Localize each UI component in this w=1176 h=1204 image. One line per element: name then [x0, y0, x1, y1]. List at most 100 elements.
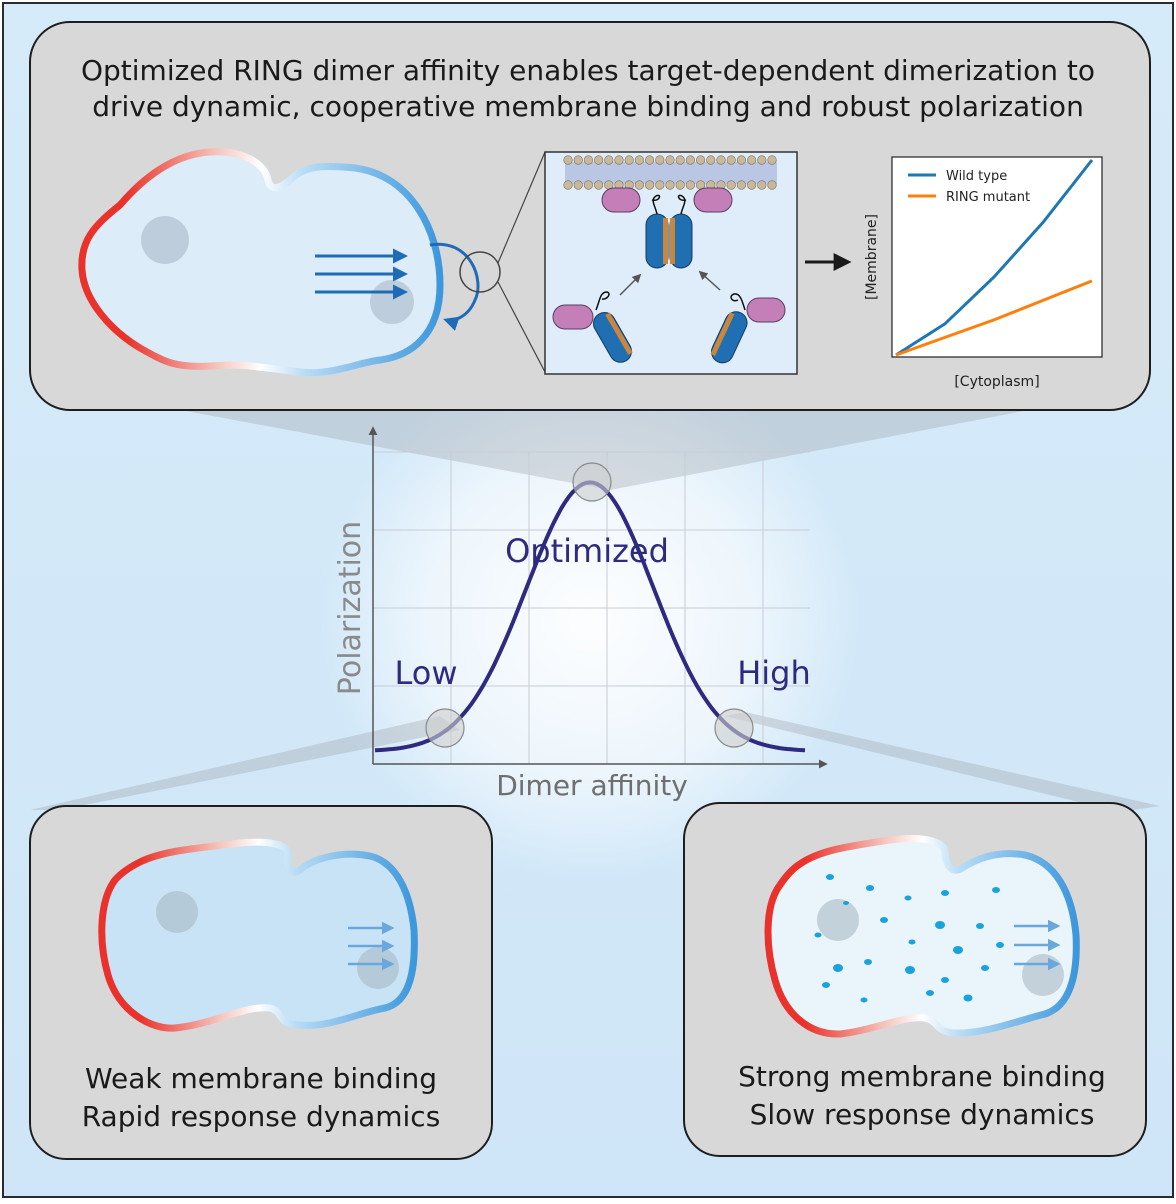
linker-right	[677, 194, 687, 215]
protein-cluster	[941, 977, 949, 983]
left-cell-membrane	[98, 838, 418, 1032]
lipid-head	[655, 180, 665, 190]
lipid-head	[706, 155, 716, 165]
protein-cluster	[935, 921, 945, 929]
lipid-head	[757, 155, 767, 165]
lipid-head	[563, 155, 573, 165]
binding-arrow-right	[698, 270, 721, 291]
series-line-wildtype	[895, 159, 1094, 357]
annotation-high: High	[737, 654, 811, 692]
membrane-binder-left	[601, 187, 641, 213]
top-title-line2: drive dynamic, cooperative membrane bind…	[92, 90, 1084, 123]
lipid-head	[726, 155, 736, 165]
protein-cluster	[880, 917, 888, 923]
protein-cluster	[981, 965, 989, 971]
protein-cluster	[905, 966, 915, 974]
membrane-bilayer	[565, 162, 777, 184]
lipid-head	[624, 155, 634, 165]
optimized-highlight-circle	[572, 462, 612, 502]
lipid-head	[746, 155, 757, 165]
binding-arrow-left	[619, 273, 642, 296]
top-cell-nucleus	[141, 216, 189, 264]
spotlight-glow	[320, 360, 860, 880]
mini-chart-ylabel: [Membrane]	[864, 214, 880, 300]
dimerization-inset	[544, 151, 798, 375]
protein-cluster	[826, 874, 834, 880]
right-caption-line2: Slow response dynamics	[750, 1098, 1095, 1131]
lipid-head	[757, 180, 767, 190]
protein-cluster	[833, 964, 843, 972]
mini-chart: [Membrane] [Cytoplasm] Wild type RING mu…	[864, 156, 1103, 390]
left-caption-line2: Rapid response dynamics	[82, 1100, 441, 1133]
lipid-head	[685, 180, 696, 190]
lipid-head	[604, 155, 614, 165]
protein-cluster	[908, 939, 916, 945]
right-cell-target	[1022, 954, 1064, 996]
lipid-head	[767, 180, 777, 190]
free-linker-left	[595, 291, 610, 311]
lipid-head	[685, 155, 696, 165]
ring-interface-right	[670, 218, 675, 264]
protein-cluster	[822, 982, 830, 988]
lipid-head	[573, 180, 583, 190]
lipid-head	[593, 180, 604, 190]
lipid-head	[644, 180, 655, 190]
protein-cluster	[976, 923, 984, 929]
ring-interface-left	[663, 218, 668, 264]
lipid-head	[634, 155, 645, 165]
right-cell-membrane	[764, 835, 1080, 1038]
legend-label-wildtype: Wild type	[946, 169, 1007, 184]
main-chart: Polarization Dimer affinity Optimized Lo…	[333, 426, 828, 802]
lipid-head	[767, 155, 777, 165]
right-cell-nucleus	[817, 899, 859, 941]
lipid-head	[634, 180, 645, 190]
lipid-head	[716, 155, 726, 165]
left-caption-line1: Weak membrane binding	[85, 1062, 437, 1095]
left-cell-target	[357, 947, 399, 989]
main-chart-ylabel: Polarization	[333, 521, 368, 695]
lipid-head	[726, 180, 736, 190]
linker-left	[651, 194, 661, 215]
recycling-arrow	[429, 242, 480, 331]
free-binder-right	[746, 297, 786, 323]
low-highlight-circle	[425, 708, 465, 748]
projection-cone-top	[170, 408, 1040, 490]
membrane-binder-right	[693, 187, 733, 213]
lipid-head	[675, 155, 685, 165]
protein-cluster	[866, 885, 874, 891]
lipid-head	[583, 180, 594, 190]
high-highlight-circle	[714, 708, 754, 748]
top-cell-target	[370, 280, 414, 324]
free-linker-right	[730, 293, 746, 311]
lipid-head	[736, 155, 747, 165]
lipid-head	[746, 180, 757, 190]
lipid-head	[655, 155, 665, 165]
protein-cluster	[963, 994, 973, 1002]
protein-cluster	[941, 890, 949, 896]
protein-cluster	[814, 932, 822, 938]
protein-clusters	[814, 874, 1004, 1003]
lipid-heads	[563, 155, 777, 190]
lipid-head	[665, 155, 675, 165]
protein-cluster	[992, 887, 1000, 893]
lipid-head	[583, 155, 594, 165]
projection-cone-right	[725, 712, 1160, 812]
zoom-line-bottom	[497, 281, 546, 373]
protein-cluster	[904, 895, 912, 901]
legend-label-ring-mutant: RING mutant	[946, 190, 1030, 205]
lipid-head	[665, 180, 675, 190]
protein-cluster	[926, 990, 934, 996]
lipid-head	[736, 180, 747, 190]
protein-cluster	[860, 997, 868, 1003]
free-monomer-left	[593, 312, 633, 363]
right-cell	[764, 835, 1080, 1038]
protein-cluster	[843, 901, 849, 905]
free-monomer-right	[710, 311, 748, 364]
lipid-head	[675, 180, 685, 190]
main-chart-xlabel: Dimer affinity	[496, 769, 688, 802]
left-cell-nucleus	[156, 891, 198, 933]
lipid-head	[563, 180, 573, 190]
protein-cluster	[953, 946, 963, 954]
free-binder-left	[552, 304, 594, 330]
